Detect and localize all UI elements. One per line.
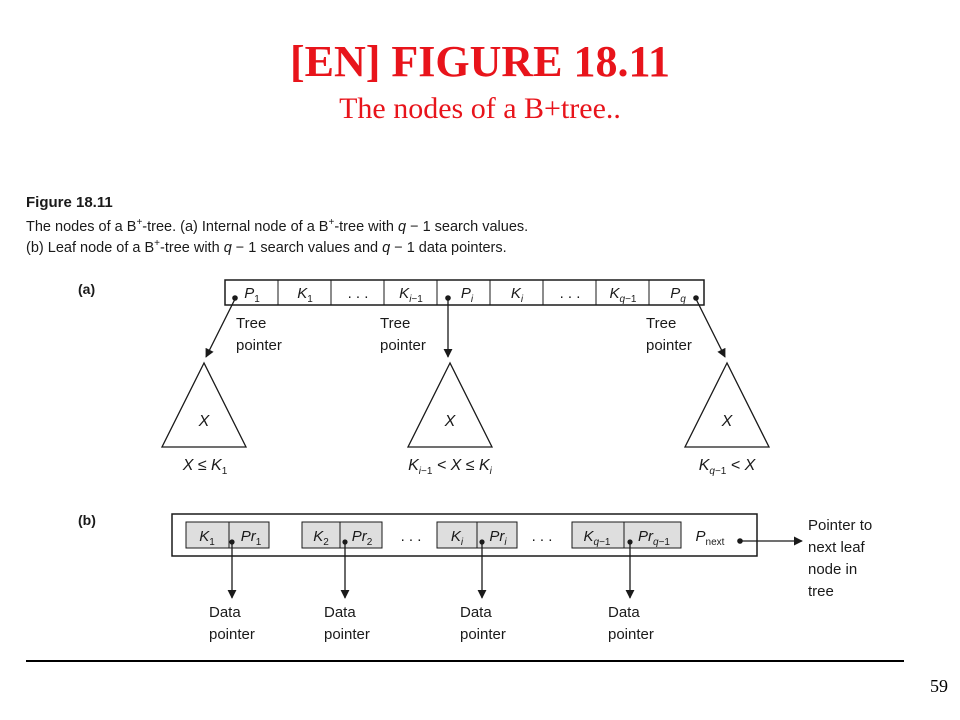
data-pointer-label-4a: Data (608, 604, 640, 621)
part-b-label: (b) (78, 512, 96, 528)
figure-label: Figure 18.11 (26, 194, 113, 211)
next-leaf-label-2: next leaf (808, 539, 866, 556)
data-pointer-label-1a: Data (209, 604, 241, 621)
tree-pointer-arrow-left (205, 298, 236, 358)
data-pointer-label-4b: pointer (608, 626, 654, 643)
part-a-label: (a) (78, 281, 95, 297)
tree-pointer-label-3a: Tree (646, 315, 676, 332)
cell-ellipsis-1: . . . (348, 285, 369, 302)
tree-pointer-arrow-right (695, 298, 726, 358)
subtree-condition-middle: Ki−1 < X ≤ Ki (408, 457, 493, 477)
cell-ki: Ki (511, 285, 524, 305)
slide-subtitle: The nodes of a B+tree.. (339, 92, 621, 125)
tree-pointer-label-2a: Tree (380, 315, 410, 332)
tree-pointer-label-2b: pointer (380, 337, 426, 354)
next-leaf-label-4: tree (808, 583, 834, 600)
data-pointer-label-2a: Data (324, 604, 356, 621)
page-number: 59 (930, 676, 948, 696)
svg-text:Ki: Ki (451, 528, 464, 548)
subtree-triangle-right (683, 361, 771, 448)
subtree-condition-left: X ≤ K1 (182, 457, 228, 477)
cell-ellipsis-2: . . . (560, 285, 581, 302)
subtree-x-left: X (198, 413, 211, 430)
data-pointer-label-3a: Data (460, 604, 492, 621)
data-pointer-label-1b: pointer (209, 626, 255, 643)
figure-caption-line1: The nodes of a B+-tree. (a) Internal nod… (26, 217, 528, 235)
subtree-x-right: X (721, 413, 734, 430)
leaf-pair-i: Ki Pri (436, 521, 518, 549)
data-pointer-label-2b: pointer (324, 626, 370, 643)
cell-pi: Pi (461, 285, 474, 305)
footer-divider (26, 660, 904, 662)
tree-pointer-label-1a: Tree (236, 315, 266, 332)
tree-pointer-label-3b: pointer (646, 337, 692, 354)
leaf-pair-q-1: Kq−1 Prq−1 (571, 521, 682, 549)
internal-node: P1 K1 . . . Ki−1 Pi Ki . . . Kq−1 Pq (224, 279, 705, 306)
subtree-triangle-left (160, 361, 248, 448)
data-pointer-label-3b: pointer (460, 626, 506, 643)
leaf-node: K1 Pr1 K2 Pr2 . . . Ki Pri . . . Kq−1 Pr… (171, 513, 758, 557)
figure-caption-line2: (b) Leaf node of a B+-tree with q − 1 se… (26, 238, 507, 256)
tree-pointer-label-1b: pointer (236, 337, 282, 354)
slide-title: [EN] FIGURE 18.11 (289, 37, 671, 86)
leaf-pair-1: K1 Pr1 (185, 521, 270, 549)
subtree-x-middle: X (444, 413, 457, 430)
subtree-condition-right: Kq−1 < X (699, 457, 757, 477)
leaf-ellipsis-2: . . . (532, 528, 553, 545)
leaf-pair-2: K2 Pr2 (301, 521, 383, 549)
leaf-ellipsis-1: . . . (401, 528, 422, 545)
svg-text:Pri: Pri (489, 528, 507, 548)
subtree-triangle-middle (406, 361, 494, 448)
next-leaf-label-1: Pointer to (808, 517, 872, 534)
next-leaf-label-3: node in (808, 561, 857, 578)
